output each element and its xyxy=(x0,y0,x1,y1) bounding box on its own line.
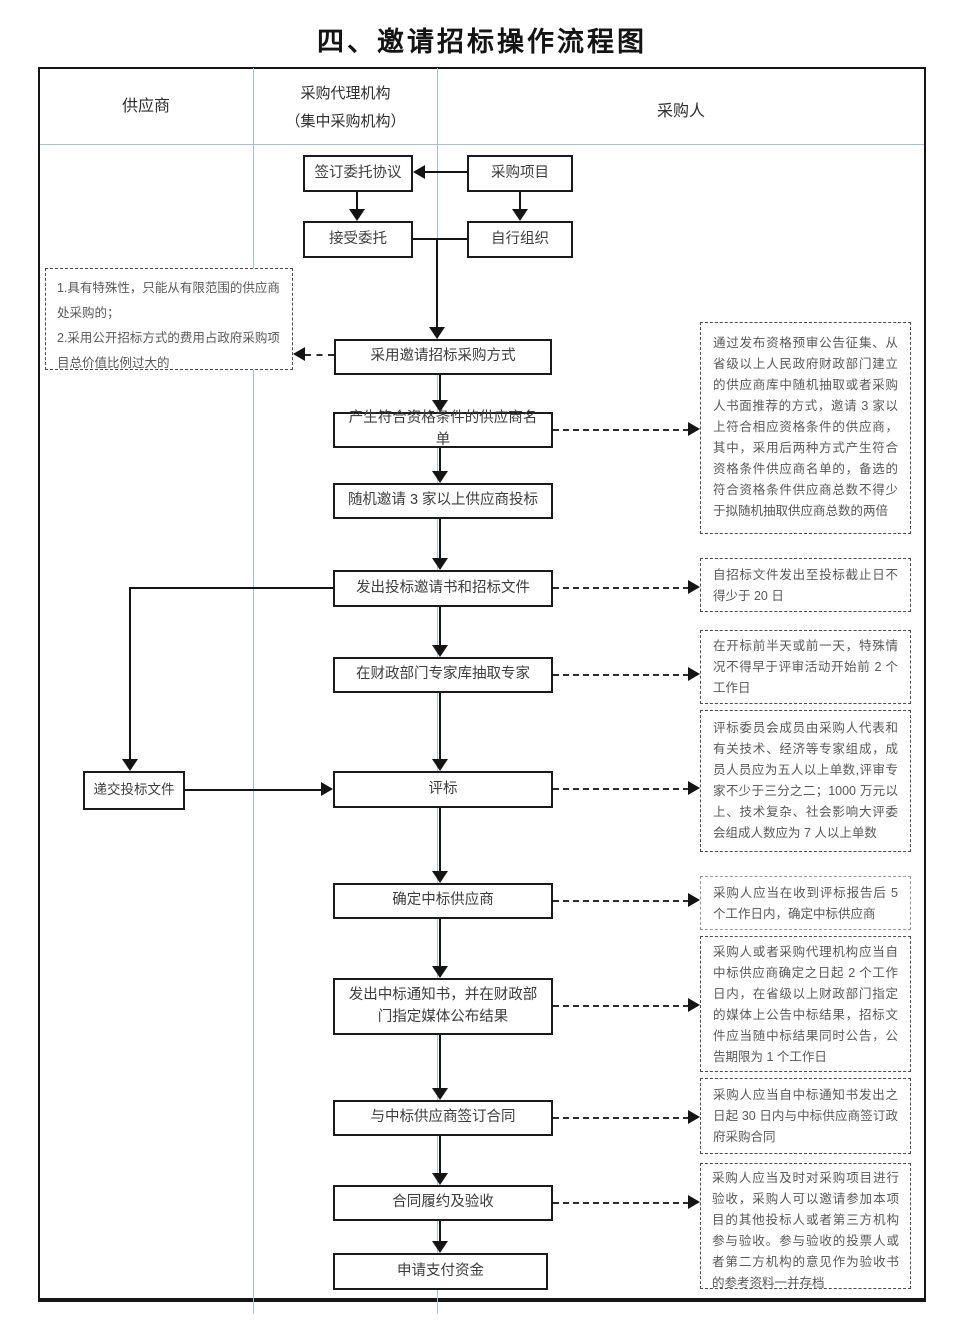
note-winner: 采购人应当在收到评标报告后 5 个工作日内，确定中标供应商 xyxy=(700,876,911,930)
arrow-down-icon xyxy=(432,558,448,570)
dashed-shortlist-note xyxy=(553,429,689,431)
connector-shortlist-to-invite xyxy=(439,448,441,472)
arrow-left-icon xyxy=(413,165,425,179)
connector-down-to-method xyxy=(436,238,438,327)
connector-left-down xyxy=(129,587,131,759)
flow-box-issue-docs: 发出投标邀请书和招标文件 xyxy=(333,570,553,607)
connector-acceptance-to-payment xyxy=(439,1221,441,1242)
note-experts: 在开标前半天或前一天，特殊情况不得早于评审活动开始前 2 个工作日 xyxy=(700,630,911,704)
arrow-down-icon xyxy=(122,759,138,771)
arrow-right-icon xyxy=(688,1195,700,1209)
dashed-announce-note xyxy=(553,1005,689,1007)
flow-box-shortlist: 产生符合资格条件的供应商名单 xyxy=(333,410,553,448)
lane-header-purchaser: 采购人 xyxy=(656,103,705,120)
arrow-down-icon xyxy=(432,759,448,771)
arrow-down-icon xyxy=(432,400,448,412)
flow-box-acceptance: 合同履约及验收 xyxy=(333,1185,553,1221)
arrow-right-icon xyxy=(688,893,700,907)
connector-experts-to-eval xyxy=(439,693,441,760)
note-shortlist: 通过发布资格预审公告征集、从省级以上人民政府财政部门建立的供应商库中随机抽取或者… xyxy=(700,322,911,534)
flow-box-sign-contract: 与中标供应商签订合同 xyxy=(333,1100,553,1136)
note-contract: 采购人应当自中标通知书发出之日起 30 日内与中标供应商签订政府采购合同 xyxy=(700,1078,911,1154)
page-title: 四、邀请招标操作流程图 xyxy=(317,27,647,57)
lane-header-agency-line1: 采购代理机构 xyxy=(300,85,391,102)
dashed-eval-note xyxy=(553,788,689,790)
arrow-down-icon xyxy=(432,1241,448,1253)
connector-notice-to-contract xyxy=(439,1035,441,1089)
connector-invite-to-docs xyxy=(439,519,441,559)
note-left-item1: 1.具有特殊性，只能从有限范围的供应商处采购的； xyxy=(57,281,280,320)
flow-box-project: 采购项目 xyxy=(467,155,573,192)
arrow-right-icon xyxy=(688,580,700,594)
arrow-down-icon xyxy=(512,209,528,221)
arrow-down-icon xyxy=(432,471,448,483)
arrow-down-icon xyxy=(432,871,448,883)
arrow-right-icon xyxy=(688,998,700,1012)
connector-winner-to-notice xyxy=(439,919,441,967)
dashed-winner-note xyxy=(553,900,689,902)
connector-bid-to-eval xyxy=(185,789,321,791)
flow-box-method: 采用邀请招标采购方式 xyxy=(334,339,552,375)
arrow-down-icon xyxy=(429,327,445,339)
flow-box-accept: 接受委托 xyxy=(303,221,413,258)
lane-header-agency-line2: （集中采购机构） xyxy=(285,113,406,130)
connector-project-to-sign xyxy=(424,171,467,173)
flow-box-determine-winner: 确定中标供应商 xyxy=(333,883,553,919)
dashed-docs-note xyxy=(553,587,689,589)
connector-contract-to-acceptance xyxy=(439,1136,441,1174)
lane-divider-left xyxy=(253,68,254,1314)
arrow-right-icon xyxy=(688,781,700,795)
note-issue-docs: 自招标文件发出至投标截止日不得少于 20 日 xyxy=(700,558,911,612)
arrow-right-icon xyxy=(688,667,700,681)
arrow-down-icon xyxy=(432,645,448,657)
flow-box-award-notice: 发出中标通知书，并在财政部门指定媒体公布结果 xyxy=(333,978,553,1035)
note-left-item2: 2.采用公开招标方式的费用占政府采购项目总价值比例过大的 xyxy=(57,331,280,370)
flow-box-random-invite: 随机邀请 3 家以上供应商投标 xyxy=(333,483,553,519)
flow-box-self-organize: 自行组织 xyxy=(467,221,573,258)
note-evaluation: 评标委员会成员由采购人代表和有关技术、经济等专家组成，成员人员应为五人以上单数,… xyxy=(700,710,911,852)
arrow-down-icon xyxy=(432,1173,448,1185)
dashed-contract-note xyxy=(553,1117,689,1119)
arrow-right-icon xyxy=(688,1110,700,1124)
arrow-left-icon xyxy=(293,347,305,361)
connector-docs-left xyxy=(130,587,333,589)
note-announce: 采购人或者采购代理机构应当自中标供应商确定之日起 2 个工作日内，在省级以上财政… xyxy=(700,936,911,1072)
arrow-down-icon xyxy=(432,1088,448,1100)
dashed-experts-note xyxy=(553,674,689,676)
flow-box-submit-bid: 递交投标文件 xyxy=(83,771,185,810)
flow-box-evaluation: 评标 xyxy=(333,771,553,808)
connector-project-to-self xyxy=(519,192,521,210)
flow-box-draw-experts: 在财政部门专家库抽取专家 xyxy=(333,657,553,693)
flow-box-payment: 申请支付资金 xyxy=(333,1253,548,1290)
connector-docs-to-experts xyxy=(439,607,441,646)
header-divider xyxy=(40,144,924,145)
arrow-down-icon xyxy=(349,209,365,221)
note-left-conditions: 1.具有特殊性，只能从有限范围的供应商处采购的； 2.采用公开招标方式的费用占政… xyxy=(45,268,293,370)
arrow-right-icon xyxy=(321,782,333,796)
connector-eval-to-winner xyxy=(439,808,441,872)
lane-header-supplier: 供应商 xyxy=(121,98,170,115)
dashed-method-to-leftnote xyxy=(305,354,334,356)
arrow-down-icon xyxy=(432,966,448,978)
connector-accept-self xyxy=(413,238,467,240)
connector-sign-to-accept xyxy=(356,192,358,210)
dashed-acceptance-note xyxy=(553,1202,689,1204)
arrow-right-icon xyxy=(688,422,700,436)
note-acceptance: 采购人应当及时对采购项目进行验收，采购人可以邀请参加本项目的其他投标人或者第三方… xyxy=(700,1163,911,1289)
connector-method-to-shortlist xyxy=(439,375,441,401)
chart-border xyxy=(38,67,926,1302)
flow-box-sign-agreement: 签订委托协议 xyxy=(303,155,413,192)
